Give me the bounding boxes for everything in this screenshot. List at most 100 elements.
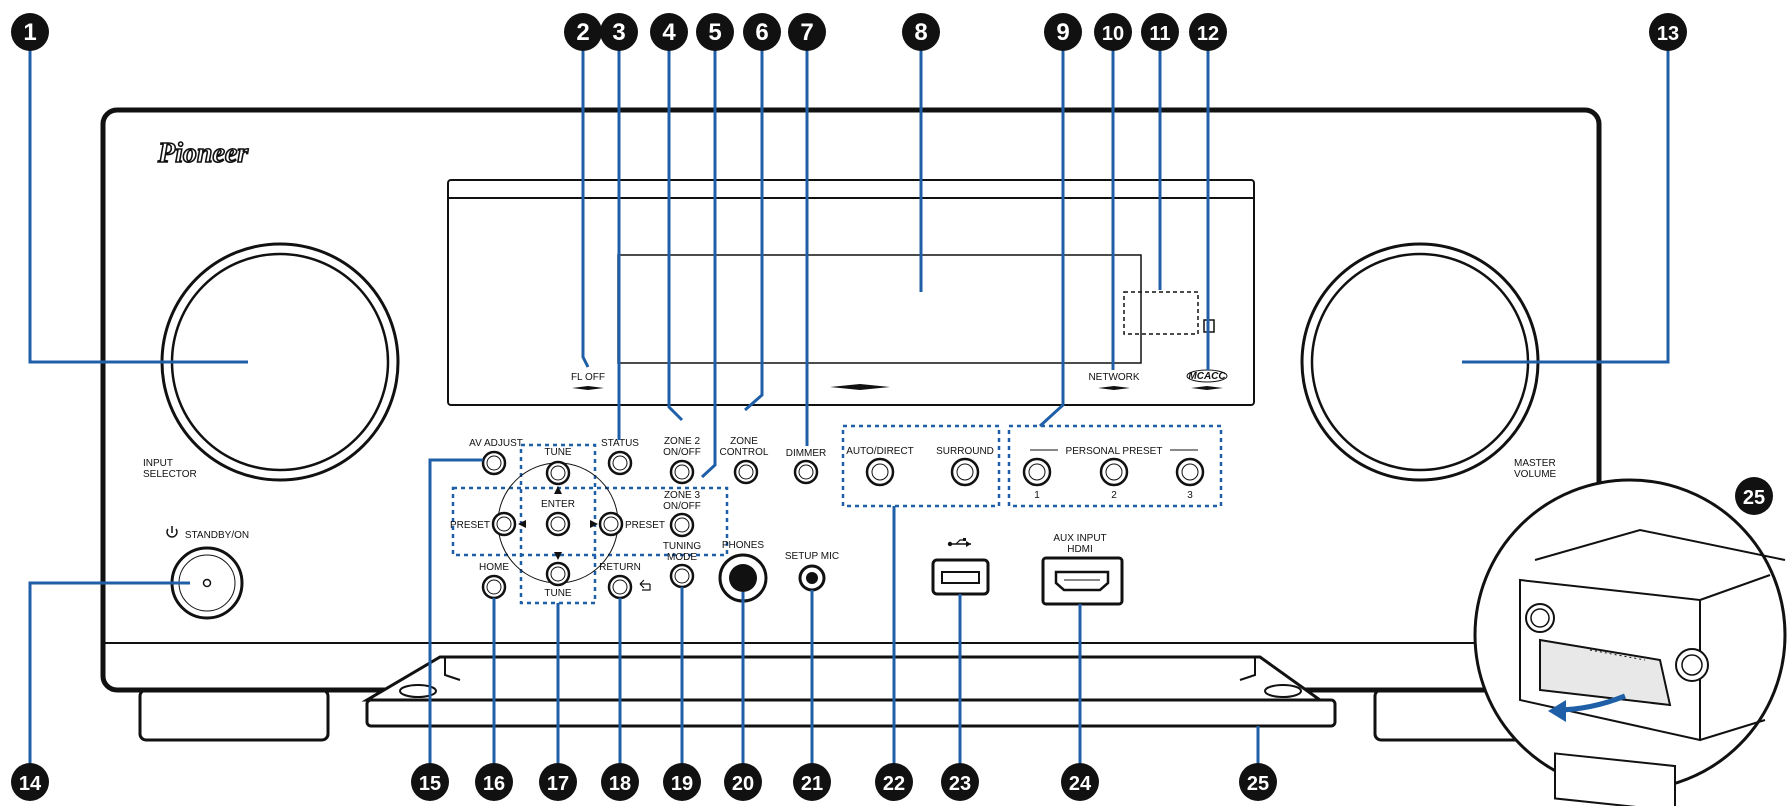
callout-number: 22 (883, 773, 905, 795)
input-selector-label-line1: INPUT (143, 458, 173, 469)
preset-right-button[interactable] (598, 511, 624, 537)
callout-22: 22 (875, 763, 913, 801)
preset-group-outline-horizontal (451, 486, 729, 557)
callout-1: 1 (11, 13, 49, 51)
input-selector-label-line2: SELECTOR (143, 469, 197, 480)
return-arrow-icon (639, 579, 651, 591)
callout-number: 18 (609, 773, 631, 795)
enter-label: ENTER (541, 499, 575, 510)
aux-input-label-line2: HDMI (1067, 544, 1093, 555)
callout-20: 20 (724, 763, 762, 801)
callout-11: 11 (1141, 13, 1179, 51)
standby-label: STANDBY/ON (185, 530, 249, 541)
mcacc-logo: MCACC (1188, 371, 1226, 382)
input-selector-knob[interactable] (160, 242, 400, 482)
dimmer-label: DIMMER (786, 448, 827, 459)
left-foot (138, 688, 330, 742)
zone-control-label-line1: ZONE (730, 436, 758, 447)
master-volume-label-line1: MASTER (1514, 458, 1556, 469)
callout-9: 9 (1044, 13, 1082, 51)
network-label: NETWORK (1088, 372, 1139, 383)
callout-number: 3 (612, 19, 625, 46)
fl-off-label: FL OFF (571, 372, 605, 383)
surround-button[interactable] (950, 457, 980, 487)
callout-number: 17 (547, 773, 569, 795)
arrow-left-icon (518, 520, 526, 528)
zone3-label-line2: ON/OFF (663, 501, 701, 512)
callout-17: 17 (539, 763, 577, 801)
tune-up-button[interactable] (545, 460, 571, 486)
setup-mic-jack[interactable] (798, 564, 826, 592)
usb-port[interactable] (931, 558, 990, 596)
status-button[interactable] (607, 450, 633, 476)
tuning-mode-label-line2: MODE (667, 552, 697, 563)
front-door (361, 655, 1337, 728)
arrow-down-icon (554, 552, 562, 560)
personal-preset-2-button[interactable] (1099, 457, 1129, 487)
aux-hdmi-port[interactable] (1041, 556, 1124, 606)
zone2-label-line2: ON/OFF (663, 447, 701, 458)
display-window: FL OFF NETWORK MCACC (447, 179, 1255, 406)
personal-preset-3-label: 3 (1187, 490, 1193, 501)
enter-button[interactable] (545, 511, 571, 537)
callout-14: 14 (11, 763, 49, 801)
callout-24: 24 (1061, 763, 1099, 801)
personal-preset-2-label: 2 (1111, 490, 1117, 501)
callout-number: 9 (1056, 19, 1069, 46)
auto-direct-button[interactable] (865, 457, 895, 487)
callout-23: 23 (941, 763, 979, 801)
preset-left-button[interactable] (491, 511, 517, 537)
power-icon (166, 526, 178, 538)
setup-mic-label: SETUP MIC (785, 551, 839, 562)
callout-19: 19 (663, 763, 701, 801)
zone3-on-off-button[interactable] (669, 512, 695, 538)
brand-logo: Pioneer (157, 138, 249, 169)
arrow-up-icon (554, 486, 562, 494)
usb-icon (947, 538, 971, 547)
callout-number: 15 (419, 773, 441, 795)
callout-10: 10 (1094, 13, 1132, 51)
master-volume-label-line2: VOLUME (1514, 469, 1557, 480)
callout-3: 3 (600, 13, 638, 51)
tuning-mode-button[interactable] (669, 563, 695, 589)
zone-control-button[interactable] (733, 459, 759, 485)
callout-number: 2 (576, 19, 589, 46)
av-adjust-button[interactable] (481, 450, 507, 476)
zone3-label-line1: ZONE 3 (664, 490, 701, 501)
return-label: RETURN (599, 562, 641, 573)
callout-18: 18 (601, 763, 639, 801)
arrow-right-icon (590, 520, 598, 528)
callout-number: 25 (1247, 773, 1269, 795)
preset-left-label: PRESET (450, 520, 490, 531)
callout-number: 4 (662, 19, 676, 46)
callout-number: 8 (914, 19, 927, 46)
personal-preset-1-label: 1 (1034, 490, 1040, 501)
callout-12: 12 (1189, 13, 1227, 51)
zone2-on-off-button[interactable] (669, 459, 695, 485)
master-volume-knob[interactable] (1300, 242, 1540, 482)
personal-preset-3-button[interactable] (1175, 457, 1205, 487)
leader-lines (28, 45, 1670, 770)
callout-number: 24 (1069, 773, 1092, 795)
callout-number: 19 (671, 773, 693, 795)
personal-preset-group-outline (1007, 424, 1223, 508)
listening-mode-group-outline (841, 424, 1001, 508)
status-label: STATUS (601, 438, 639, 449)
tune-down-button[interactable] (545, 561, 571, 587)
callout-8: 8 (902, 13, 940, 51)
callout-number: 6 (755, 19, 768, 46)
personal-preset-1-button[interactable] (1022, 457, 1052, 487)
aux-input-label-line1: AUX INPUT (1053, 533, 1106, 544)
remote-sensor-area (1123, 291, 1199, 335)
zone2-label-line1: ZONE 2 (664, 436, 701, 447)
phones-label: PHONES (722, 540, 765, 551)
callout-number: 10 (1102, 23, 1124, 45)
callout-number: 1 (23, 19, 36, 46)
home-button[interactable] (481, 574, 507, 600)
return-button[interactable] (607, 574, 633, 600)
dimmer-button[interactable] (793, 459, 819, 485)
callout-number: 14 (19, 773, 42, 795)
callout-2: 2 (564, 13, 602, 51)
